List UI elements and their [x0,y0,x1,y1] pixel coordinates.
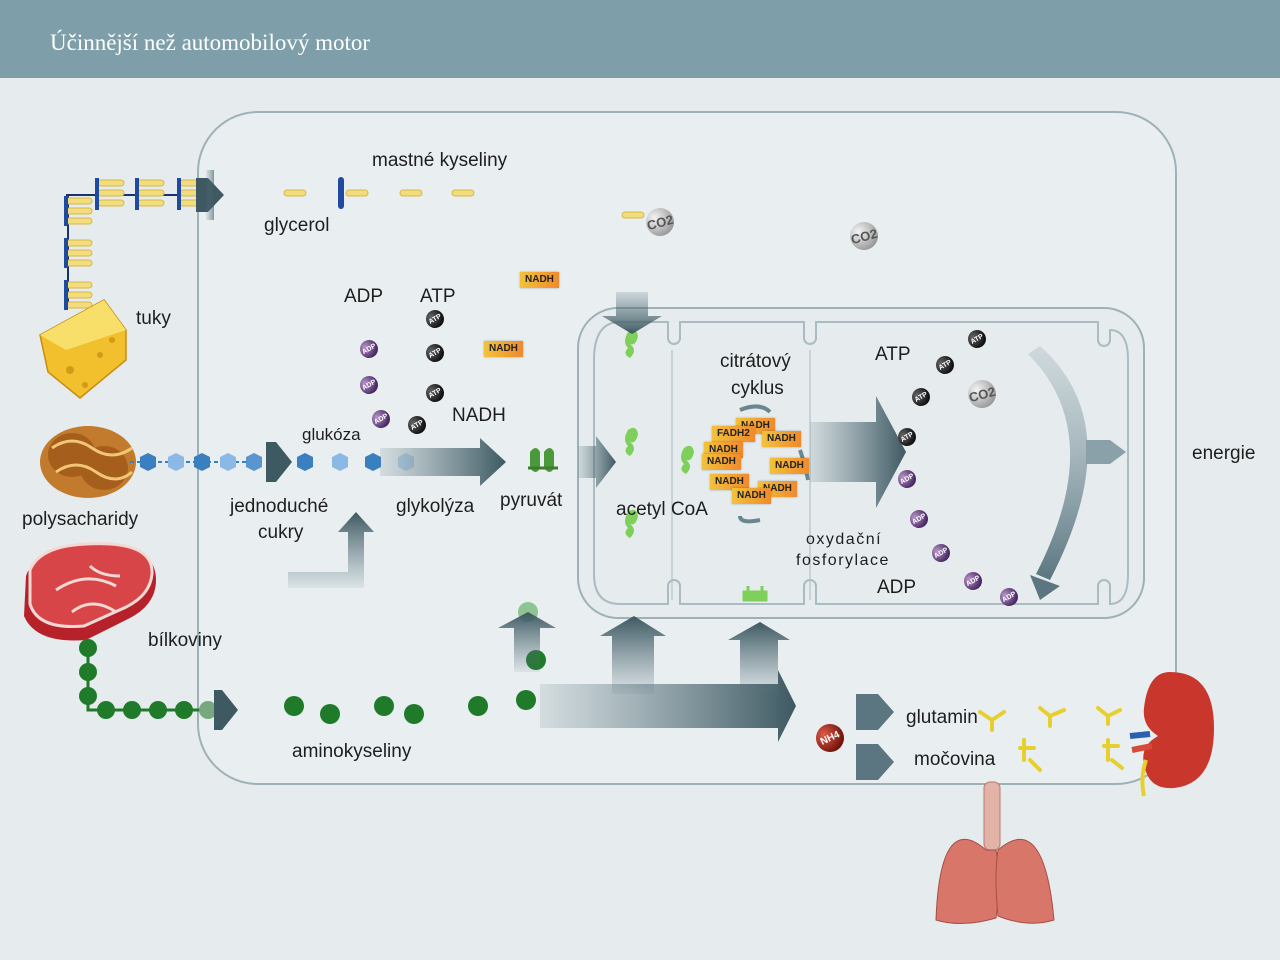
arrow-amino-up3 [676,622,790,694]
nadh-badge: NADH [520,272,559,288]
cheese-icon [39,299,127,399]
arrow-protein-in [214,690,238,730]
label-oxydacni: oxydační [806,531,883,548]
lungs-icon [935,781,1055,924]
label-cyklus: cyklus [731,378,784,399]
fatty-acids [283,189,645,219]
glutamine-molecules [978,706,1124,772]
label-polysacharidy: polysacharidy [22,509,139,530]
label-glutamin: glutamin [906,707,978,728]
arrow-pyruvate [578,436,616,488]
label-acetyl-coa: acetyl CoA [616,499,708,520]
label-cukry: cukry [258,522,304,543]
nadh-badge: NADH [702,454,741,470]
arrow-fatty-into-mito [602,292,662,334]
label-glycerol: glycerol [264,215,330,236]
arrow-energie [1086,440,1126,464]
label-pyruvat: pyruvát [500,490,563,511]
amino-chain [79,639,217,719]
arrow-amino-up2 [552,616,666,694]
arrow-atp-arc [1028,346,1088,580]
label-aminokyseliny: aminokyseliny [292,741,412,762]
label-bilkoviny: bílkoviny [148,630,222,651]
label-glukoza: glukóza [302,425,361,444]
arrow-mocovina [856,744,894,780]
nadh-badge: NADH [710,474,749,490]
acetyl-coa-molecules [625,329,768,602]
arrow-recycle [288,512,374,588]
mitochondrion-inner [593,321,1129,606]
arrow-glutamin [856,694,894,730]
label-energie: energie [1192,443,1256,464]
label-citratovy: citrátový [720,351,791,372]
nadh-badge: NADH [484,341,523,357]
pyruvate-molecules [528,448,558,472]
nadh-badge: NADH [762,431,801,447]
arrow-amino-main [540,670,796,742]
kidney-icon [1129,672,1214,797]
fat-chain [64,178,210,310]
polysaccharide-chain [130,453,262,471]
label-fosforylace: fosforylace [796,552,890,569]
glycerol-bar [338,177,344,209]
label-adp-top: ADP [344,286,384,307]
label-mastne-kyseliny: mastné kyseliny [372,150,508,171]
meat-icon [24,542,156,641]
arrow-oxphos [810,396,906,508]
fadh-badge: FADH2 [712,426,755,442]
arrow-glycolysis [380,438,506,486]
arrow-sugar-in [266,442,292,482]
arrow-amino-up1 [498,612,556,672]
nadh-badge: NADH [732,488,771,504]
label-jednoduche: jednoduché [230,496,329,517]
nadh-badge: NADH [770,458,809,474]
page-title: Účinnější než automobilový motor [50,30,371,55]
label-atp-right: ATP [875,344,911,365]
label-nadh: NADH [452,405,506,426]
label-mocovina: močovina [914,749,996,770]
title-bar: Účinnější než automobilový motor [0,0,1280,78]
label-adp-right: ADP [877,577,917,598]
label-glykolyza: glykolýza [396,496,475,517]
bread-icon [40,426,136,498]
label-tuky: tuky [136,308,171,329]
label-atp-top: ATP [420,286,456,307]
